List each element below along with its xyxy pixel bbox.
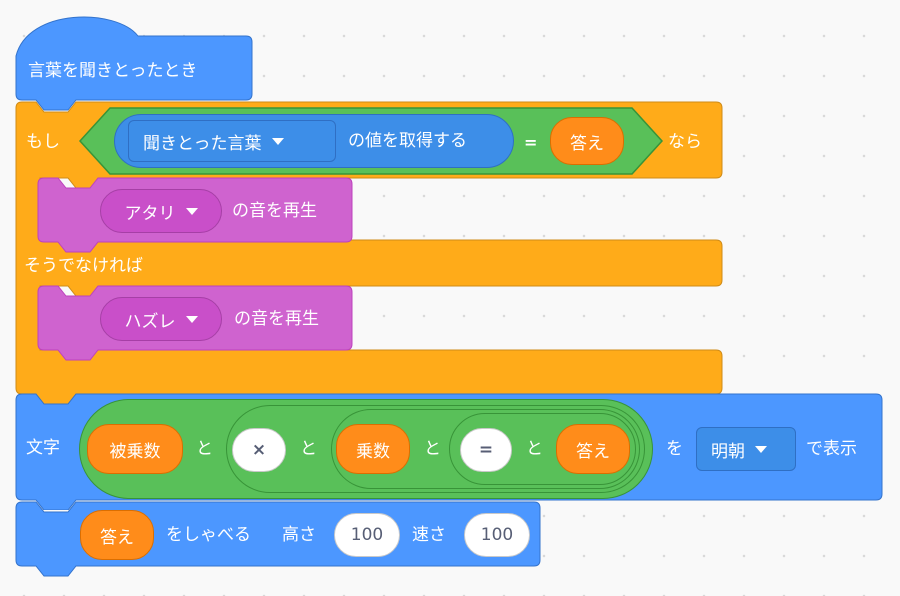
hat-block-shape xyxy=(15,16,253,111)
play-sound-hit-label: の音を再生 xyxy=(232,201,317,221)
sound-dropdown-miss[interactable]: ハズレ xyxy=(100,297,222,341)
speak-label: をしゃべる xyxy=(166,525,251,545)
hat-block-label: 言葉を聞きとったとき xyxy=(28,61,198,81)
chevron-down-icon xyxy=(185,207,198,215)
equals-symbol-input[interactable]: = xyxy=(460,428,512,472)
display-suffix-label: で表示 xyxy=(806,439,857,459)
multiplier-reporter[interactable]: 乗数 xyxy=(336,424,410,474)
speed-label: 速さ xyxy=(412,525,446,545)
pitch-input[interactable]: 100 xyxy=(334,513,400,557)
answer-reporter-speak[interactable]: 答え xyxy=(80,510,154,560)
sound-dropdown-miss-value: ハズレ xyxy=(124,311,176,332)
if-label: もし xyxy=(26,132,60,152)
join-word-4: と xyxy=(526,439,543,459)
else-label: そうでなければ xyxy=(24,256,143,276)
equals-symbol: = xyxy=(524,133,538,152)
play-sound-miss-label: の音を再生 xyxy=(234,309,319,329)
times-symbol-input[interactable]: × xyxy=(232,428,286,472)
multiplicand-reporter[interactable]: 被乗数 xyxy=(87,424,183,474)
heard-word-dropdown-value: 聞きとった言葉 xyxy=(143,133,262,154)
display-text-label: 文字 xyxy=(26,438,60,458)
wo-label: を xyxy=(666,439,683,459)
speed-input[interactable]: 100 xyxy=(464,513,530,557)
join-word-3: と xyxy=(424,439,441,459)
answer-reporter-join[interactable]: 答え xyxy=(556,424,630,474)
answer-reporter-condition[interactable]: 答え xyxy=(550,117,624,165)
join-word-1: と xyxy=(196,439,213,459)
sound-dropdown-hit[interactable]: アタリ xyxy=(100,189,222,233)
heard-word-dropdown[interactable]: 聞きとった言葉 xyxy=(128,120,336,162)
join-word-2: と xyxy=(300,439,317,459)
font-dropdown[interactable]: 明朝 xyxy=(696,427,796,471)
get-value-suffix: の値を取得する xyxy=(348,131,467,151)
chevron-down-icon xyxy=(185,315,198,323)
pitch-label: 高さ xyxy=(282,525,316,545)
hat-block-when-word-heard[interactable]: 言葉を聞きとったとき xyxy=(0,0,260,112)
then-label: なら xyxy=(668,132,702,152)
sound-dropdown-hit-value: アタリ xyxy=(124,203,176,224)
font-dropdown-value: 明朝 xyxy=(711,441,745,462)
chevron-down-icon xyxy=(755,445,767,453)
chevron-down-icon xyxy=(271,137,284,145)
